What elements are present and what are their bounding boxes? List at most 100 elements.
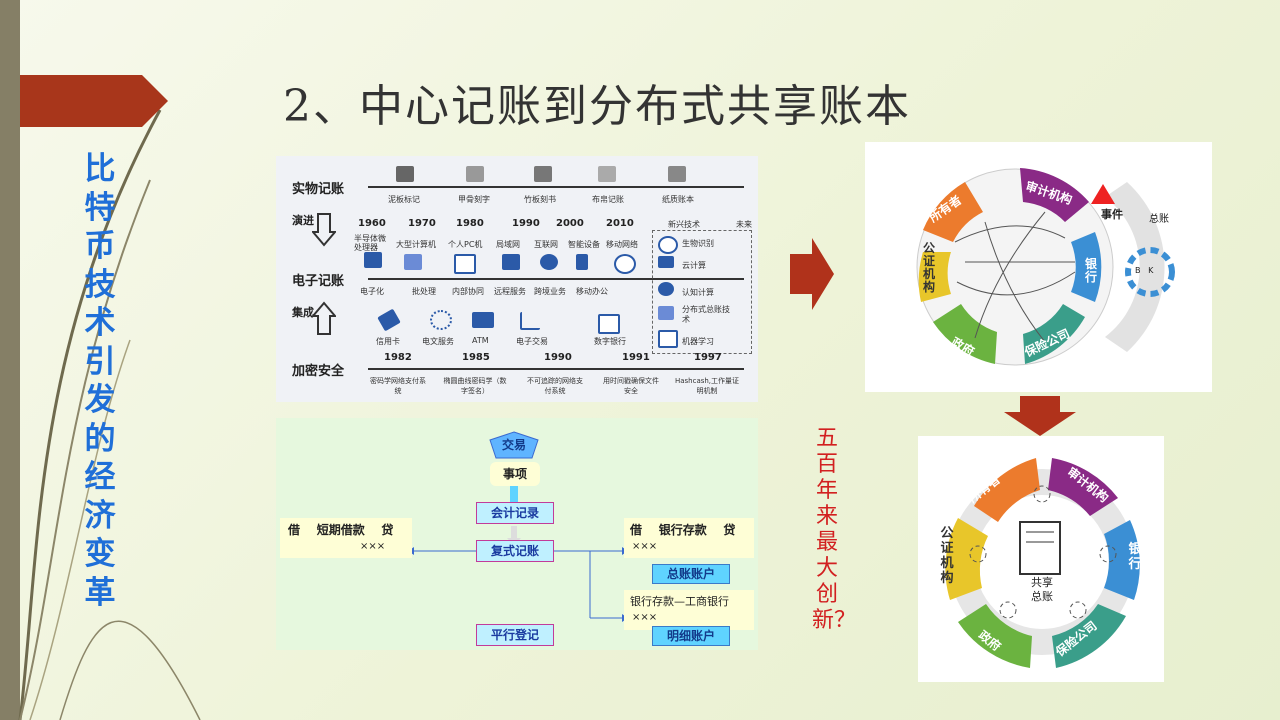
lan-icon: [502, 254, 520, 270]
right-arrow-icon: [790, 238, 834, 310]
mid-item: 内部协同: [452, 287, 484, 296]
row-label-integrate: 集成: [292, 306, 314, 319]
shared-ledger-diagram: [945, 458, 1140, 668]
segment-bank: 银行: [1085, 257, 1098, 284]
electronic-item: 移动网络: [606, 240, 638, 249]
slide-title: 2、中心记账到分布式共享账本: [283, 81, 911, 132]
chip-icon: [364, 252, 382, 268]
year-label: 1990: [512, 218, 540, 229]
ledger-tech-icon: [658, 306, 674, 320]
evolution-timeline-panel: 实物记账 演进 电子记账 集成 加密安全 泥板标记 甲骨刻字 竹板刻书 布帛记账…: [276, 156, 758, 402]
year-label: 1960: [358, 218, 386, 229]
emerging-item: 云计算: [682, 261, 706, 270]
emerging-item: 生物识别: [682, 239, 714, 248]
transaction-pentagon: 交易: [501, 438, 526, 452]
emerging-item: 分布式总账技术: [682, 305, 730, 324]
pc-icon: [454, 254, 476, 274]
timeline-line-electronic: [368, 278, 744, 280]
credit-card-icon: [377, 308, 401, 332]
year-label: 1991: [622, 352, 650, 363]
electronic-item: 大型计算机: [396, 240, 436, 249]
physical-item: 泥板标记: [388, 195, 420, 204]
mid-item: 批处理: [412, 287, 436, 296]
left-accent-bar: [0, 0, 20, 720]
short-term-loan-account: 借 短期借款 贷 ×××: [280, 518, 412, 558]
bank-detail-account: 银行存款—工商银行 ×××: [624, 590, 754, 630]
event-label: 事件: [1101, 208, 1123, 221]
future-label: 未来: [736, 220, 752, 229]
machine-learning-icon: [658, 330, 678, 348]
account-value: ×××: [632, 612, 658, 623]
decorative-swoosh: [18, 109, 201, 720]
account-header: 借 短期借款 贷: [288, 523, 394, 537]
general-ledger-label: 总账账户: [652, 564, 730, 584]
electronic-item: 半导体微处理器: [354, 234, 386, 252]
telegraph-icon: [430, 310, 452, 330]
bk-label: B K: [1135, 266, 1154, 275]
account-header: 借 银行存款 贷: [630, 523, 736, 537]
year-label: 2010: [606, 218, 634, 229]
crypto-item: 不可追踪的网络支付系统: [527, 377, 583, 395]
clay-tablet-icon: [396, 166, 414, 182]
account-header: 银行存款—工商银行: [630, 595, 729, 608]
row-label-crypto: 加密安全: [292, 364, 345, 379]
double-entry-panel: 交易 事项 会计记录 复式记账 平行登记 借 短期借款 贷 ××× 借 银行存款…: [276, 418, 758, 650]
silk-icon: [598, 166, 616, 182]
central-ledger-panel: 所有者 审计机构 银行 保险公司 政府 公证机构 事件 总账 B K: [865, 142, 1212, 392]
e-trade-icon: [520, 312, 540, 330]
physical-item: 甲骨刻字: [458, 195, 490, 204]
section-arrow-tag: [20, 75, 168, 127]
atm-icon: [472, 312, 494, 328]
fingerprint-icon: [658, 236, 678, 254]
detail-ledger-label: 明细账户: [652, 626, 730, 646]
crypto-item: 椭圆曲线密码学（数字签名）: [443, 377, 507, 395]
crypto-item: Hashcash,工作量证明机制: [674, 377, 740, 395]
event-box: 事项: [490, 462, 540, 486]
year-label: 1985: [462, 352, 490, 363]
account-value: ×××: [360, 541, 386, 552]
side-title: 比特币技术引发的经济变革: [84, 151, 116, 611]
emerging-item: 认知计算: [682, 288, 714, 297]
central-ledger-diagram: [916, 168, 1175, 366]
electronic-item: 智能设备: [568, 240, 600, 249]
electronic-item: 互联网: [534, 240, 558, 249]
shared-ledger-label: 共享总账: [1031, 576, 1053, 603]
electronic-item: 个人PC机: [448, 240, 483, 249]
lower-item: ATM: [472, 336, 489, 345]
segment-notary: 公证机构: [923, 241, 936, 294]
mid-item: 电子化: [360, 287, 384, 296]
emerging-label: 新兴技术: [668, 220, 700, 229]
paper-ledger-icon: [668, 166, 686, 182]
crypto-item: 密码学网络支付系统: [370, 377, 426, 395]
double-entry-box: 复式记账: [476, 540, 554, 562]
down-arrow-icon: [1004, 396, 1076, 436]
year-label: 2000: [556, 218, 584, 229]
segment-notary: 公证机构: [940, 526, 954, 586]
electronic-item: 局域网: [496, 240, 520, 249]
lower-item: 数字银行: [594, 337, 626, 346]
segment-bank: 银行: [1128, 542, 1142, 572]
accounting-record: 会计记录: [476, 502, 554, 524]
row-label-physical: 实物记账: [292, 182, 345, 197]
ledger-label: 总账: [1149, 214, 1169, 225]
year-label: 1990: [544, 352, 572, 363]
emerging-item: 机器学习: [682, 337, 714, 346]
year-label: 1982: [384, 352, 412, 363]
internet-icon: [540, 254, 558, 270]
year-label: 1997: [694, 352, 722, 363]
account-value: ×××: [632, 541, 658, 552]
crypto-item: 用时间戳确保文件安全: [603, 377, 659, 395]
lower-item: 电子交易: [516, 337, 548, 346]
bank-deposit-account: 借 银行存款 贷 ×××: [624, 518, 754, 558]
smart-device-icon: [576, 254, 588, 270]
mid-item: 远程服务: [494, 287, 526, 296]
physical-item: 布帛记账: [592, 195, 624, 204]
year-label: 1970: [408, 218, 436, 229]
mid-item: 跨境业务: [534, 287, 566, 296]
cloud-icon: [658, 256, 674, 268]
parallel-register-box: 平行登记: [476, 624, 554, 646]
row-label-evolve: 演进: [292, 214, 314, 227]
year-label: 1980: [456, 218, 484, 229]
lower-item: 电文服务: [422, 337, 454, 346]
arrow-up-icon: [312, 301, 336, 335]
